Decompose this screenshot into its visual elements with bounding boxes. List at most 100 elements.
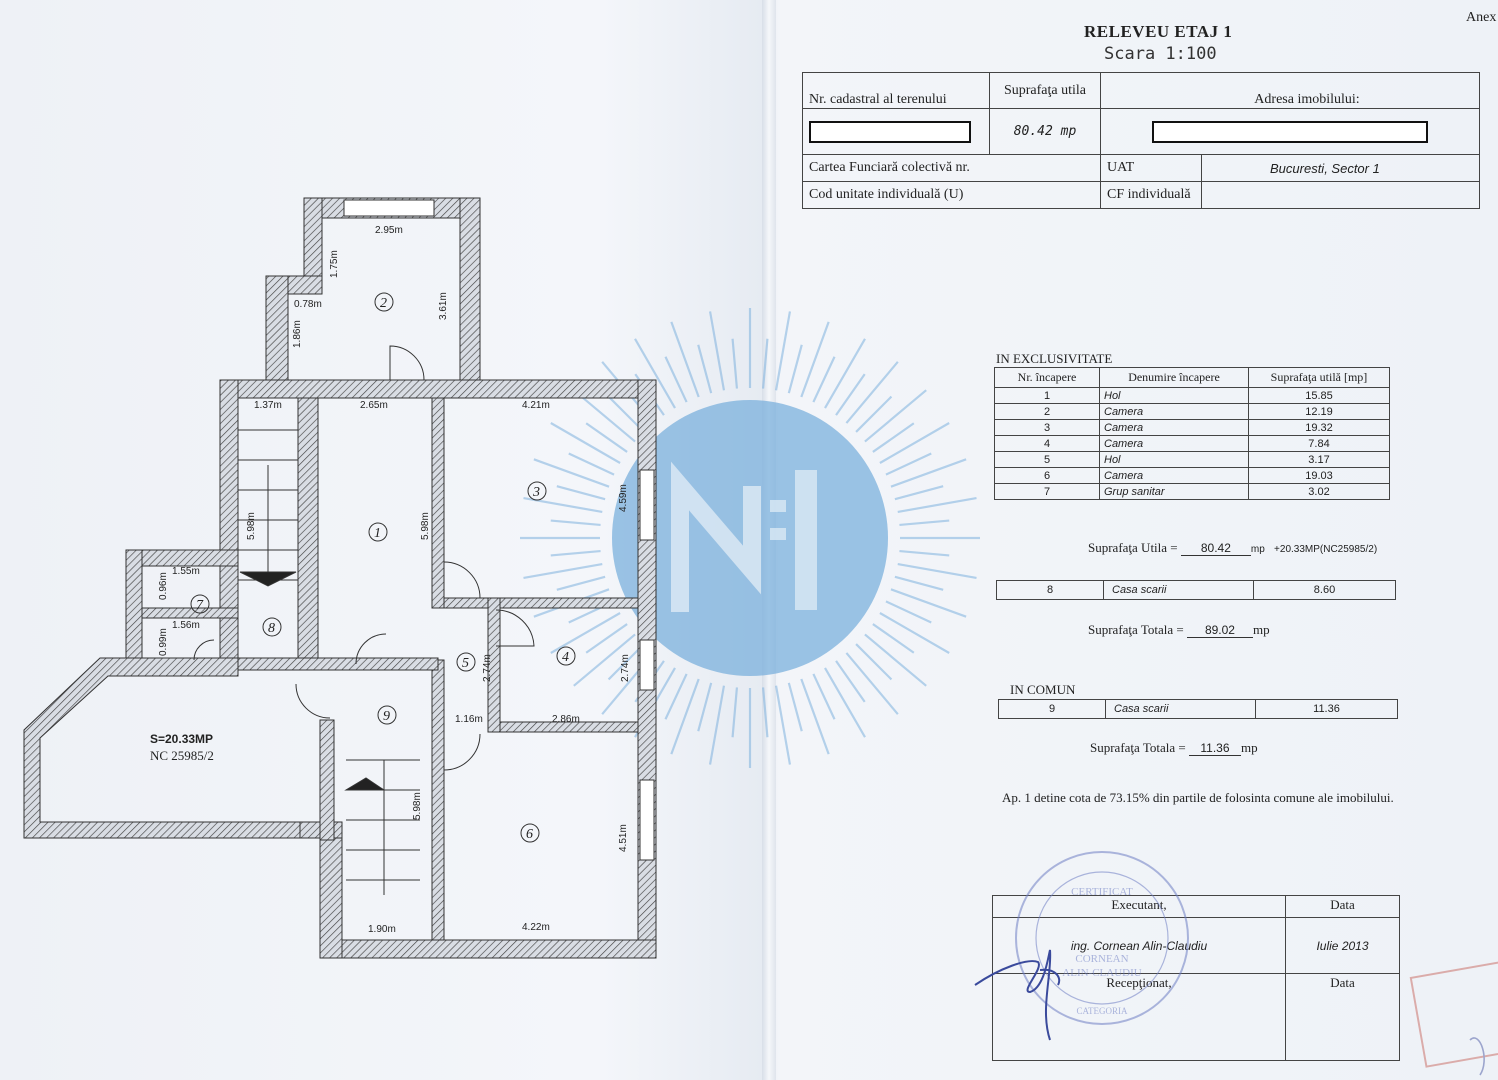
room-nr: 5 xyxy=(994,451,1100,468)
room8-table: 8 Casa scarii 8.60 xyxy=(996,580,1396,600)
walls xyxy=(23,197,657,959)
room-area: 19.03 xyxy=(1248,467,1390,484)
room-name: Camera xyxy=(1099,403,1249,420)
dimension-label: 0.78m xyxy=(294,299,322,310)
cadastral-label: Nr. cadastral al terenului xyxy=(802,72,990,109)
room-nr: 4 xyxy=(994,435,1100,452)
dimension-label: 2.95m xyxy=(375,225,403,236)
room-name: Camera xyxy=(1099,467,1249,484)
redaction-box xyxy=(809,120,971,143)
uat-label: UAT xyxy=(1100,154,1202,182)
room-number: 3 xyxy=(532,485,540,500)
dimension-label: 4.22m xyxy=(522,922,550,933)
common-heading: IN COMUN xyxy=(1010,682,1076,697)
date-value: Iulie 2013 xyxy=(1285,917,1400,974)
dimension-label: 4.59m xyxy=(618,484,629,512)
room-nr: 2 xyxy=(994,403,1100,420)
room-number: 1 xyxy=(374,526,381,541)
receptionat-label: Recepţionat, xyxy=(992,973,1286,1061)
dimension-label: 2.65m xyxy=(360,400,388,411)
dimension-label: 0.99m xyxy=(158,628,169,656)
dimension-label: 2.86m xyxy=(552,714,580,725)
col-area-header: Suprafaţa utilă [mp] xyxy=(1248,367,1390,388)
date-label-2: Data xyxy=(1285,973,1400,1061)
exclusive-heading: IN EXCLUSIVITATE xyxy=(996,351,1113,366)
cf-individual-value xyxy=(1201,181,1480,209)
dimension-label: 5.98m xyxy=(420,512,431,540)
address-label: Adresa imobilului: xyxy=(1100,72,1480,109)
dimension-label: 2.74m xyxy=(482,654,493,682)
room-nr: 3 xyxy=(994,419,1100,436)
col-nr-header: Nr. încapere xyxy=(994,367,1100,388)
room8-name: Casa scarii xyxy=(1103,580,1254,600)
dimension-label: 1.16m xyxy=(455,714,483,725)
signature-table: Executant, Data ing. Cornean Alin-Claudi… xyxy=(992,895,1400,1061)
cadastral-value xyxy=(802,108,990,155)
room-area: 12.19 xyxy=(1248,403,1390,420)
room-number: 8 xyxy=(268,621,275,636)
room-numbers: 1 2 3 4 5 6 7 8 9 xyxy=(196,296,569,842)
dimension-labels: 2.95m 1.75m 0.78m 3.61m 1.86m 1.37m 2.65… xyxy=(158,225,631,935)
total-area-label: Suprafaţa Totala = xyxy=(1088,622,1184,637)
dimension-label: 4.51m xyxy=(618,824,629,852)
dimension-label: 1.37m xyxy=(254,400,282,411)
common-total-unit: mp xyxy=(1240,740,1258,755)
cadastral-info-table: Nr. cadastral al terenului Suprafaţa uti… xyxy=(802,72,1480,209)
room-name: Grup sanitar xyxy=(1099,483,1249,500)
dimension-label: 0.96m xyxy=(158,572,169,600)
room-number: 4 xyxy=(562,650,569,665)
dimension-label: 1.86m xyxy=(292,320,303,348)
room-name: Camera xyxy=(1099,419,1249,436)
room-nr: 1 xyxy=(994,387,1100,404)
doors xyxy=(193,345,535,771)
floor-plan: 2.95m 1.75m 0.78m 3.61m 1.86m 1.37m 2.65… xyxy=(23,197,657,959)
document-title: RELEVEU ETAJ 1 xyxy=(1084,22,1233,41)
room-number: 7 xyxy=(196,598,204,613)
room8-nr: 8 xyxy=(996,580,1104,600)
cf-individual-label: CF individuală xyxy=(1100,181,1202,209)
date-label: Data xyxy=(1285,895,1400,918)
uat-value: Bucuresti, Sector 1 xyxy=(1201,154,1480,182)
annex-area-label: S=20.33MP xyxy=(150,732,213,746)
room-area: 3.02 xyxy=(1248,483,1390,500)
common-total-value: 11.36 xyxy=(1188,741,1241,756)
dimension-label: 1.75m xyxy=(329,250,340,278)
unit-code-label: Cod unitate individuală (U) xyxy=(802,181,1101,209)
windows xyxy=(343,199,655,861)
room-number: 5 xyxy=(462,656,469,671)
dimension-label: 5.98m xyxy=(412,792,423,820)
room8-area: 8.60 xyxy=(1253,580,1396,600)
useful-area-value: 80.42 xyxy=(1180,541,1251,556)
annex-label: Anex xyxy=(1466,10,1497,25)
area-label: Suprafaţa utila xyxy=(989,72,1101,109)
total-area-value: 89.02 xyxy=(1186,623,1253,638)
col-name-header: Denumire încapere xyxy=(1099,367,1249,388)
cf-collective-label: Cartea Funciară colectivă nr. xyxy=(802,154,1101,182)
exclusive-rooms-table: Nr. încapere Denumire încapere Suprafaţa… xyxy=(994,367,1390,500)
address-value xyxy=(1100,108,1480,155)
room-name: Hol xyxy=(1099,387,1249,404)
common-total-label: Suprafaţa Totala = xyxy=(1090,740,1186,755)
dimension-label: 1.90m xyxy=(368,924,396,935)
room-area: 19.32 xyxy=(1248,419,1390,436)
staircase xyxy=(238,429,420,895)
room9-area: 11.36 xyxy=(1255,699,1398,719)
room-area: 7.84 xyxy=(1248,435,1390,452)
area-value: 80.42 mp xyxy=(989,108,1101,155)
dimension-label: 3.61m xyxy=(438,292,449,320)
room9-nr: 9 xyxy=(998,699,1106,719)
dimension-label: 1.56m xyxy=(172,620,200,631)
useful-area-label: Suprafaţa Utila = xyxy=(1088,540,1178,555)
room-number: 2 xyxy=(380,296,387,311)
dimension-label: 2.74m xyxy=(620,654,631,682)
